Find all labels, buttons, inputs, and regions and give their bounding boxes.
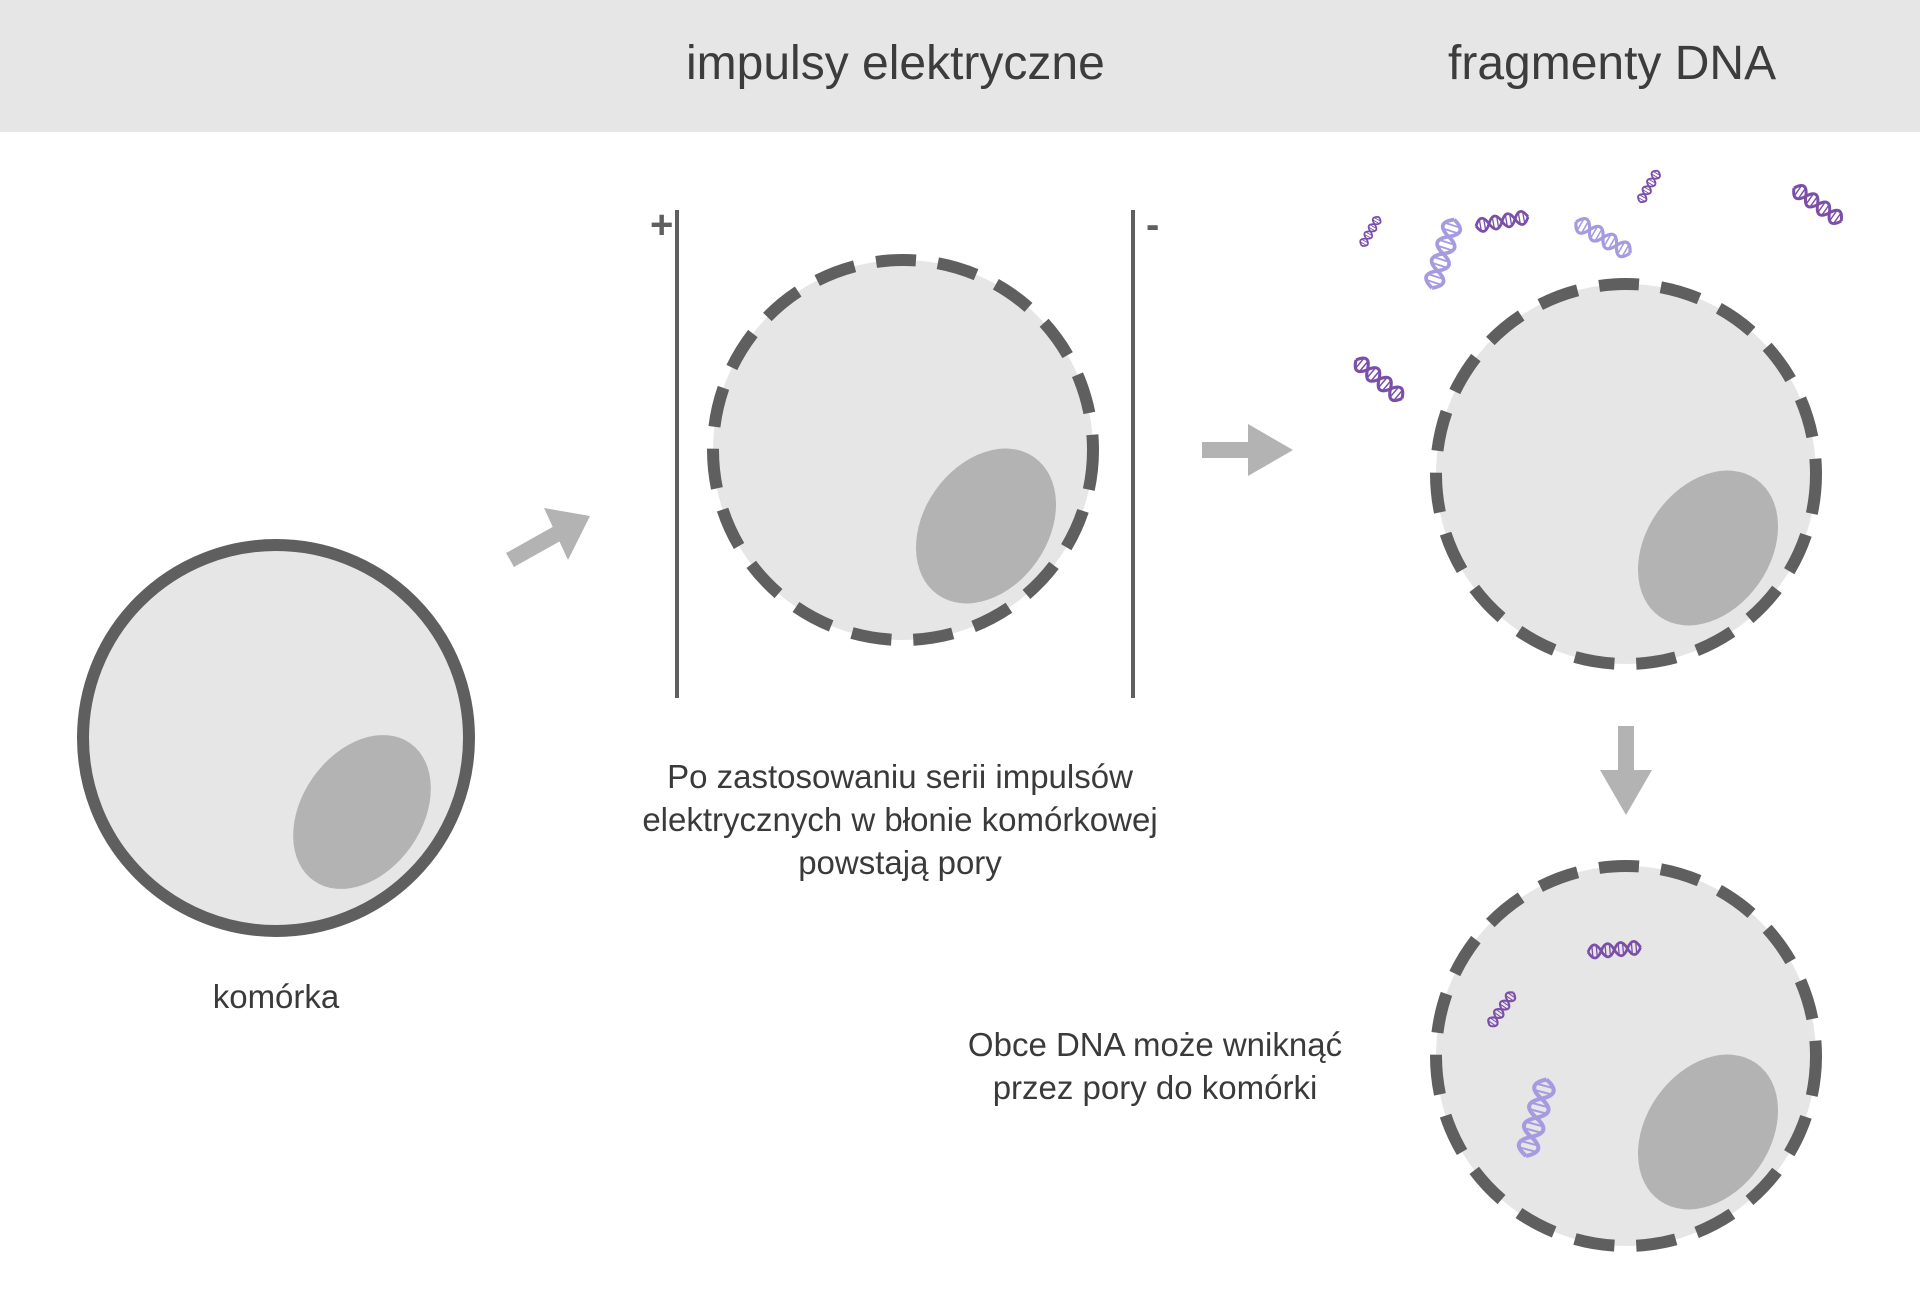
dna-fragment-icon bbox=[1349, 352, 1409, 406]
nucleus-shape bbox=[1637, 1054, 1779, 1210]
intact-cell bbox=[77, 539, 475, 937]
plus-sign-label: + bbox=[650, 203, 673, 247]
foreign-dna-caption-line: Obce DNA może wniknąć bbox=[967, 1026, 1343, 1063]
header-dna-fragments-label: fragmenty DNA bbox=[1448, 37, 1777, 90]
header-bar bbox=[0, 0, 1920, 132]
pores-caption: Po zastosowaniu serii impulsów elektrycz… bbox=[560, 755, 1240, 884]
dna-fragment-icon bbox=[1357, 213, 1384, 249]
arrow-to-dna-uptake bbox=[1600, 726, 1652, 815]
pores-caption-line: Po zastosowaniu serii impulsów bbox=[667, 758, 1133, 795]
dna-fragment-icon bbox=[1570, 213, 1636, 262]
foreign-dna-caption-line: przez pory do komórki bbox=[992, 1069, 1318, 1106]
nucleus-shape bbox=[293, 735, 431, 889]
arrow-to-electroporation bbox=[506, 508, 590, 567]
porous-cell-with-dna bbox=[1430, 278, 1822, 670]
dna-fragment-icon bbox=[1421, 214, 1465, 293]
header-electric-pulses-label: impulsy elektryczne bbox=[686, 37, 1105, 90]
cell-caption: komórka bbox=[212, 978, 340, 1015]
dna-fragment-icon bbox=[1788, 180, 1847, 229]
minus-sign-label: - bbox=[1146, 203, 1159, 247]
pores-caption-line: elektrycznych w błonie komórkowej bbox=[642, 801, 1158, 838]
dna-fragment-icon bbox=[1473, 208, 1531, 234]
dna-fragment-icon bbox=[1635, 167, 1663, 206]
foreign-dna-caption: Obce DNA może wniknąć przez pory do komó… bbox=[900, 1023, 1410, 1109]
nucleus-shape bbox=[915, 448, 1057, 604]
pores-caption-line: powstają pory bbox=[798, 844, 1002, 881]
arrow-to-dna-addition bbox=[1202, 424, 1293, 476]
cell-with-foreign-dna bbox=[1430, 860, 1822, 1252]
nucleus-shape bbox=[1637, 470, 1779, 626]
porous-cell bbox=[707, 254, 1099, 646]
